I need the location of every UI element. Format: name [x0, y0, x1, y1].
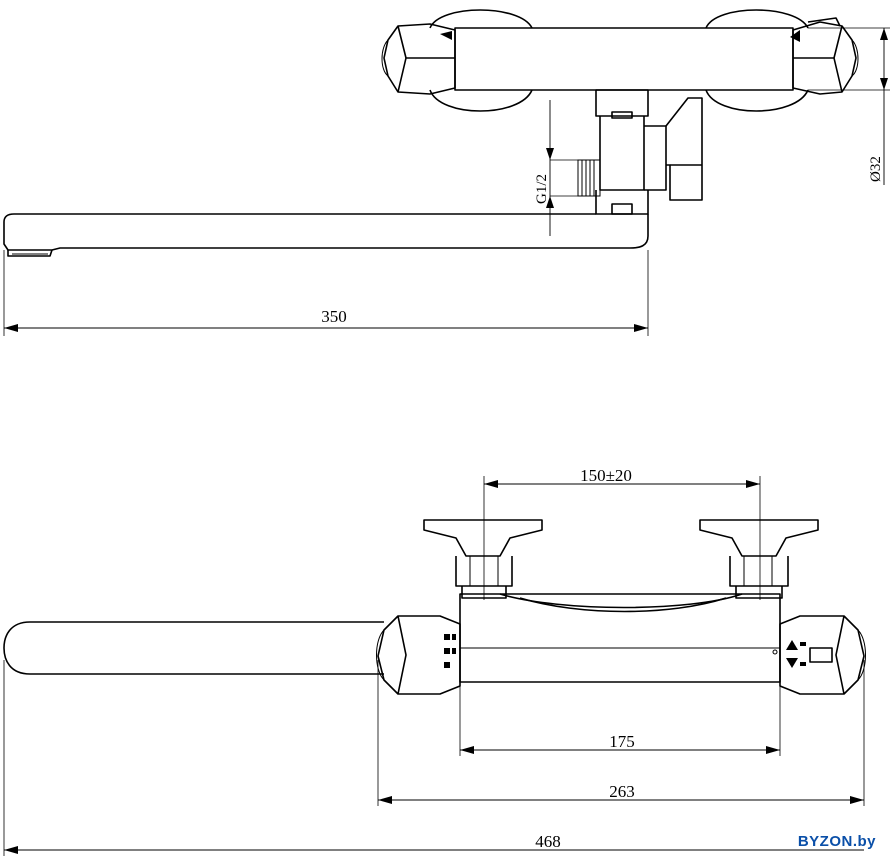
right-handle	[790, 17, 859, 95]
overall-length-dimension: 468	[3, 660, 864, 856]
side-view: G1/2 Ø32 350	[3, 9, 890, 336]
front-view: 150±20 175 263 468	[3, 466, 866, 856]
handles-length-dimension: 263	[377, 660, 865, 806]
mixer-body-front	[459, 593, 781, 683]
left-wall-bracket	[423, 519, 543, 599]
right-handle-front	[779, 615, 866, 695]
spout-side	[3, 213, 649, 257]
body-length-label: 175	[609, 732, 635, 751]
left-handle-front	[376, 615, 461, 695]
thread-label: G1/2	[534, 174, 550, 204]
center-distance-dimension: 150±20	[483, 466, 761, 600]
thread-dimension: G1/2	[534, 100, 578, 236]
overall-length-label: 468	[535, 832, 561, 851]
diameter-label: Ø32	[868, 156, 884, 182]
diameter-dimension: Ø32	[808, 27, 890, 185]
spout-front	[3, 621, 384, 675]
wall-flanges	[429, 9, 809, 112]
handles-length-label: 263	[609, 782, 635, 801]
right-wall-bracket	[699, 519, 819, 599]
connector-block	[577, 89, 703, 215]
body-length-dimension: 175	[459, 686, 781, 756]
spout-length-dimension: 350	[3, 250, 649, 336]
watermark-logo: BYZON.by	[797, 833, 876, 850]
center-distance-label: 150±20	[580, 466, 632, 485]
spout-length-label: 350	[321, 307, 347, 326]
left-handle	[381, 23, 456, 95]
mixer-body	[454, 27, 794, 91]
